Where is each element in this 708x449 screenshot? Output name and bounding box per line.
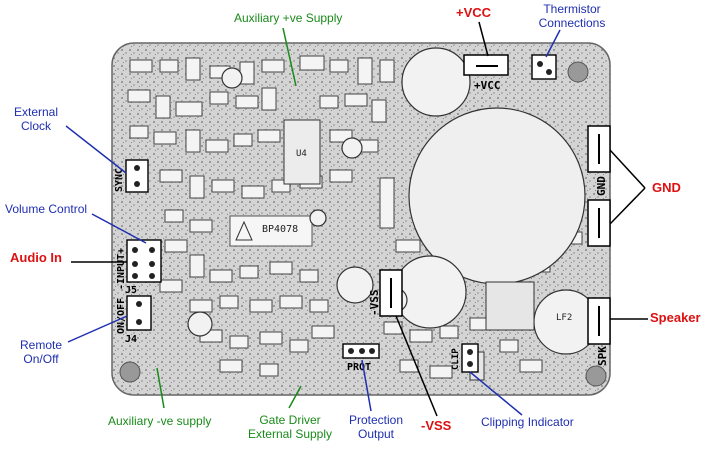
leaders-green [156,27,302,409]
label-volume-control: Volume Control [5,202,88,216]
label-speaker: Speaker [650,310,701,325]
label-audio-in: Audio In [10,250,62,265]
ic-u4 [283,119,321,185]
silk-lf2: LF2 [556,313,572,323]
silk-sync: SYNC [114,168,125,192]
label-vss: -VSS [421,418,452,433]
component-footprints [127,55,583,379]
label-thermistor-connections: Thermistor Connections [538,2,606,30]
silk-vcc: +VCC [474,79,501,92]
label-protection-output: Protection Output [348,413,404,441]
silk-j5: J5 [125,285,137,296]
leaders-black [71,21,648,417]
mount-hole [119,361,141,383]
silk-part-number: BP4078 [262,224,298,235]
leaders-blue [65,29,561,416]
silk-clip: CLIP [451,348,461,370]
label-aux-negative-supply: Auxiliary -ve supply [108,414,212,428]
inductor-block [485,281,535,331]
silk-j4: J4 [125,334,137,345]
label-gate-driver-supply: Gate Driver External Supply [247,413,333,441]
label-vcc: +VCC [456,5,492,20]
label-remote-on-off: Remote On/Off [19,338,63,366]
silk-gnd: GND [595,176,608,196]
silk-u4: U4 [296,149,307,159]
mount-hole [567,61,589,83]
silk-spk: SPK [596,346,609,366]
silk-prot: PROT [347,362,371,373]
label-external-clock: External Clock [13,105,59,133]
label-clipping-indicator: Clipping Indicator [481,415,574,429]
silk-vss: -VSS [368,290,381,317]
mount-hole [585,365,607,387]
label-aux-positive-supply: Auxiliary +ve Supply [234,11,343,25]
label-gnd: GND [652,180,681,195]
silk-onoff: ON/OFF [116,298,127,334]
ic-logo-area [229,215,313,247]
silk-input: -INPUT+ [116,248,127,290]
